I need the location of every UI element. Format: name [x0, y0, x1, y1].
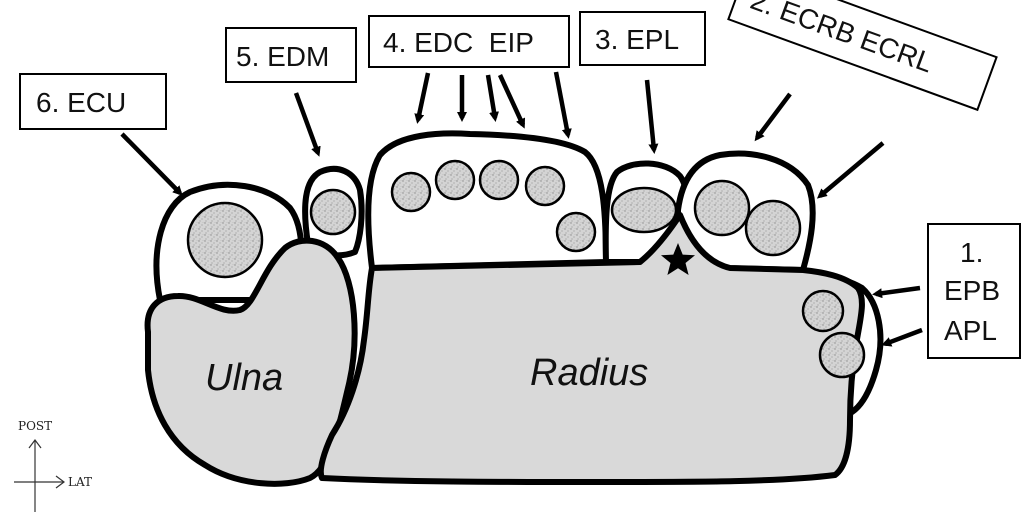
label-6-text: 6. ECU [36, 87, 126, 118]
arrow-ecrl [820, 143, 883, 196]
arrow-ecu [122, 134, 180, 193]
label-1-line2: EPB [944, 275, 1000, 306]
tendon-edc-4 [526, 167, 564, 205]
tendon-apl [803, 291, 843, 331]
tendon-ecrb [695, 181, 749, 235]
tendon-edc-3 [480, 161, 518, 199]
tendon-edm [311, 190, 355, 234]
radius-label: Radius [530, 352, 648, 394]
arrow-edc-1 [418, 73, 428, 120]
tendon-eip [557, 213, 595, 251]
label-5-text: 5. EDM [236, 41, 329, 72]
arrow-eip [556, 72, 568, 135]
arrow-epb [876, 288, 920, 294]
tendon-edc-2 [436, 161, 474, 199]
ulna-label: Ulna [205, 357, 283, 399]
label-3-text: 3. EPL [595, 24, 679, 55]
label-1-line3: APL [944, 315, 997, 346]
orientation-compass [14, 440, 64, 512]
label-4-text: 4. EDC EIP [383, 27, 534, 58]
tendon-ecrl [746, 201, 800, 255]
arrow-apl [885, 330, 922, 344]
tendon-epl [612, 188, 676, 232]
tendon-ecu [188, 203, 262, 277]
arrow-epl [647, 80, 654, 150]
arrow-edc-4 [500, 75, 523, 125]
arrow-edc-3 [488, 75, 495, 118]
tendon-epb [820, 333, 864, 377]
arrow-ecrb [757, 94, 790, 138]
compass-lat-label: LAT [68, 475, 92, 489]
arrow-edm [296, 93, 318, 153]
tendon-edc-1 [392, 173, 430, 211]
compass-post-label: POST [18, 419, 52, 433]
label-1-line1: 1. [960, 237, 983, 268]
